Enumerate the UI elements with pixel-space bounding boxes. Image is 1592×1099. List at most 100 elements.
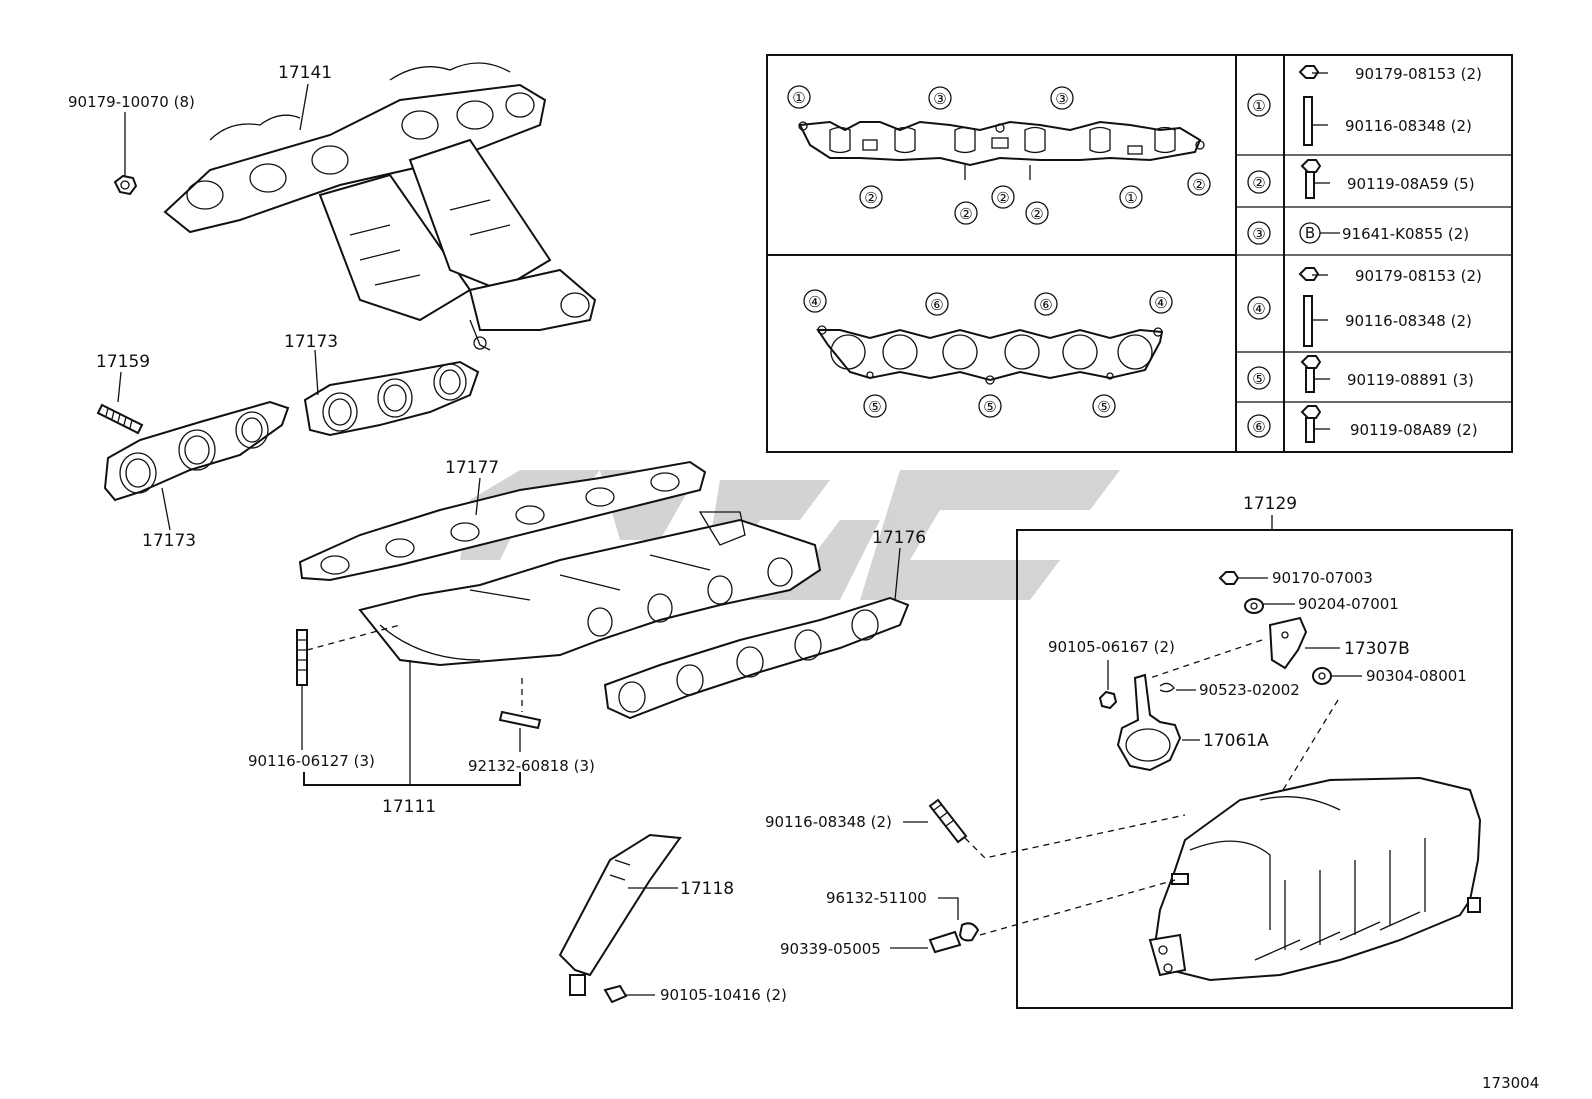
stud-icon — [1303, 295, 1313, 347]
gasket-17177 — [298, 460, 707, 582]
label-17141: 17141 — [278, 63, 332, 83]
label-17176: 17176 — [872, 528, 926, 548]
gasket-17173-left — [103, 400, 290, 531]
gasket-bottom-marker-circle — [803, 289, 827, 313]
label-17307B: 17307B — [1344, 639, 1410, 659]
nut-90170-07003 — [1218, 571, 1268, 585]
stud-17159 — [96, 403, 144, 435]
gasket-bottom-marker-circle — [1092, 394, 1116, 418]
label-17118: 17118 — [680, 879, 734, 899]
nut-icon — [1298, 65, 1320, 79]
gasket-bottom-marker-circle — [863, 394, 887, 418]
nut-icon — [1298, 267, 1320, 281]
gasket-top-marker-circle — [1050, 86, 1074, 110]
gasket-top-marker-circle — [991, 185, 1015, 209]
gasket-bottom-marker-label: ④ — [808, 293, 821, 311]
gasket-top-marker-label: ③ — [933, 90, 946, 108]
diagram-id: 173004 — [1482, 1074, 1539, 1092]
legend-table — [766, 54, 1513, 453]
bolt-head-icon — [1300, 355, 1322, 369]
label-90105-10416: 90105-10416 (2) — [660, 986, 787, 1004]
gasket-top-marker-label: ② — [996, 189, 1009, 207]
label-17177: 17177 — [445, 458, 499, 478]
label-90523-02002: 90523-02002 — [1199, 681, 1300, 699]
legend-row1-item2: 90116-08348 (2) — [1345, 117, 1472, 135]
label-96132-51100: 96132-51100 — [826, 889, 927, 907]
gasket-17173-right — [303, 349, 480, 437]
bolt-90105-10416 — [603, 984, 655, 1004]
bolt-shank-icon — [1305, 171, 1315, 199]
gasket-bottom-marker-circle — [978, 394, 1002, 418]
hose-90339-05005 — [890, 930, 962, 954]
legend-keys: ① ② ③ ④ ⑤ ⑥ — [1247, 93, 1271, 438]
label-17111: 17111 — [382, 797, 436, 817]
bolt-shank-icon — [1305, 367, 1315, 393]
legend-fastener-icons: B — [1298, 65, 1340, 443]
legend-key-1: ① — [1252, 97, 1265, 115]
gasket-top-marker-label: ③ — [1055, 90, 1068, 108]
actuator-17061A — [1116, 673, 1200, 772]
gasket-bottom-marker-label: ⑤ — [1097, 398, 1110, 416]
gasket-top-marker-circle — [928, 86, 952, 110]
label-90116-08348: 90116-08348 (2) — [765, 813, 892, 831]
gasket-top-marker-circle — [1187, 172, 1211, 196]
intake-plenum-17129 — [1148, 776, 1482, 982]
gasket-bottom-marker-circle — [1034, 292, 1058, 316]
label-17173-right: 17173 — [284, 332, 338, 352]
stud-90116-08348 — [903, 798, 1186, 859]
gasket-top-marker-circle — [954, 201, 978, 225]
hose-band-96132-51100 — [938, 879, 1176, 942]
legend-row1-item1: 90179-08153 (2) — [1355, 65, 1482, 83]
gasket-bottom-marker-label: ⑥ — [1039, 296, 1052, 314]
label-17129: 17129 — [1243, 494, 1297, 514]
exhaust-manifold-17141 — [163, 62, 597, 351]
gasket-top-marker-circle — [859, 185, 883, 209]
gasket-bottom-marker-label: ⑤ — [983, 398, 996, 416]
legend-key-4: ④ — [1252, 300, 1265, 318]
group-box-17129 — [1016, 515, 1513, 1009]
washer-90204-07001 — [1244, 598, 1295, 614]
stay-17118 — [558, 833, 682, 996]
label-90105-06167: 90105-06167 (2) — [1048, 638, 1175, 656]
label-90179-10070: 90179-10070 (8) — [68, 93, 195, 111]
gasket-bottom-marker-circle — [925, 292, 949, 316]
stud-icon — [1303, 96, 1313, 146]
legend-row2-item1: 90119-08A59 (5) — [1347, 175, 1475, 193]
bolt-90105-06167 — [1098, 660, 1118, 710]
nut-90179-10070 — [113, 112, 138, 196]
label-17159: 17159 — [96, 352, 150, 372]
gasket-bottom-marker-label: ⑥ — [930, 296, 943, 314]
bolt-b-letter: B — [1305, 224, 1315, 242]
gasket-17176 — [603, 547, 910, 720]
legend-key-5: ⑤ — [1252, 370, 1265, 388]
gasket-markers-bottom: ④ ⑥ ⑥ ④ ⑤ ⑤ ⑤ — [803, 289, 1173, 418]
bolt-head-icon — [1300, 159, 1322, 173]
gasket-bolt-pattern-bottom — [816, 325, 1164, 385]
gasket-top-marker-circle — [1025, 201, 1049, 225]
gasket-top-marker-label: ② — [1192, 176, 1205, 194]
stud-92132-60818 — [498, 678, 542, 752]
legend-row4-item1: 90179-08153 (2) — [1355, 267, 1482, 285]
gasket-top-marker-label: ② — [864, 189, 877, 207]
label-90204-07001: 90204-07001 — [1298, 595, 1399, 613]
legend-row4-item2: 90116-08348 (2) — [1345, 312, 1472, 330]
gasket-bottom-marker-label: ⑤ — [868, 398, 881, 416]
bolt-shank-icon — [1305, 417, 1315, 443]
legend-key-2: ② — [1252, 174, 1265, 192]
label-90170-07003: 90170-07003 — [1272, 569, 1373, 587]
legend-key-6: ⑥ — [1252, 418, 1265, 436]
gasket-bottom-marker-label: ④ — [1154, 294, 1167, 312]
gasket-top-marker-label: ② — [1030, 205, 1043, 223]
label-90339-05005: 90339-05005 — [780, 940, 881, 958]
gasket-top-marker-label: ① — [1124, 189, 1137, 207]
legend-row5-item1: 90119-08891 (3) — [1347, 371, 1474, 389]
label-90116-06127: 90116-06127 (3) — [248, 752, 375, 770]
bolt-head-icon — [1300, 405, 1322, 419]
legend-row6-item1: 90119-08A89 (2) — [1350, 421, 1478, 439]
intake-manifold-17111 — [358, 511, 822, 785]
bracket-17307B — [1149, 616, 1340, 679]
gasket-top-marker-label: ② — [959, 205, 972, 223]
clip-90523-02002 — [1159, 682, 1196, 693]
